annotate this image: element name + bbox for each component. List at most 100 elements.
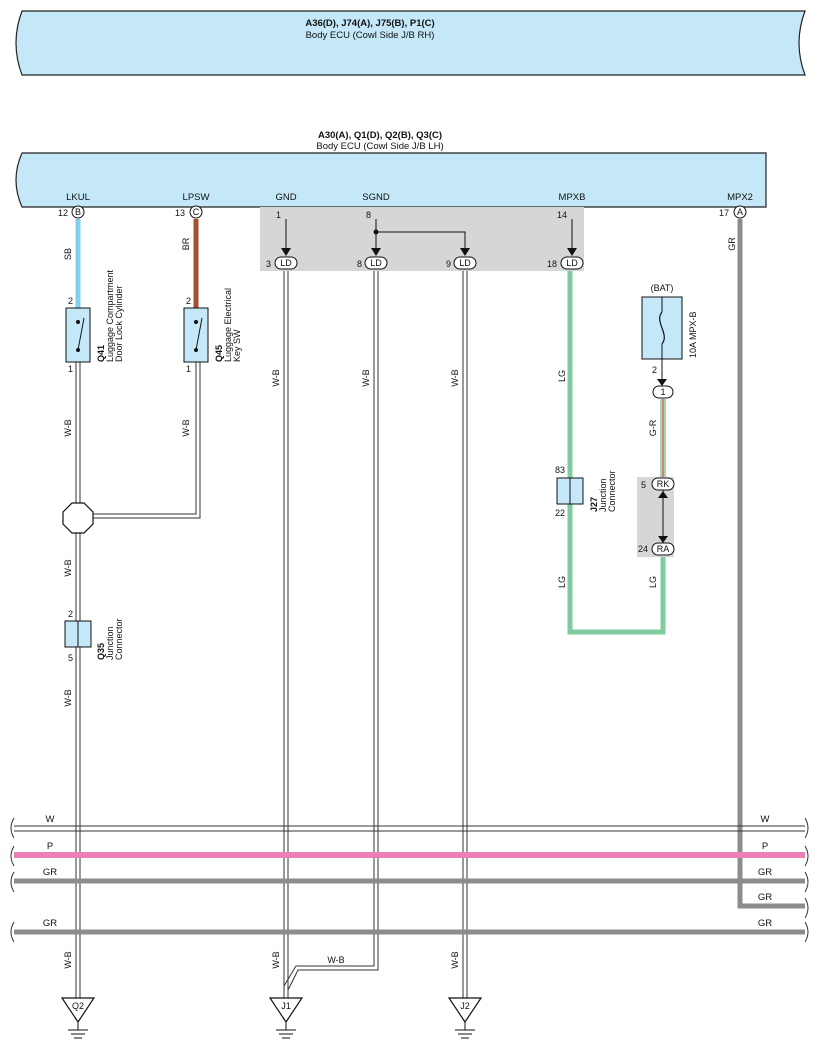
- terminal-sgnd: SGND: [362, 192, 390, 203]
- svg-text:Connector: Connector: [607, 470, 617, 512]
- label-wb-gnd: W-B: [271, 369, 281, 386]
- svg-text:A: A: [737, 207, 743, 217]
- label-wb-splice: W-B: [63, 559, 73, 576]
- label-wb-q2: W-B: [63, 951, 73, 968]
- label-wb-ld9: W-B: [450, 369, 460, 386]
- svg-text:Luggage Compartment: Luggage Compartment: [105, 269, 115, 362]
- svg-text:17: 17: [719, 208, 729, 218]
- svg-text:2: 2: [652, 365, 657, 375]
- fuse-10a-mpxb: (BAT) 10A MPX-B 2 1: [641, 283, 698, 399]
- top-ecu-subtitle: Body ECU (Cowl Side J/B RH): [306, 30, 435, 41]
- j27-junction: 83 22 J27 Junction Connector: [555, 465, 617, 518]
- rk-ra-connectors: 5 RK 24 RA: [638, 477, 675, 556]
- svg-text:8: 8: [357, 259, 362, 269]
- svg-text:Junction: Junction: [105, 626, 115, 660]
- svg-text:Door Lock Cylinder: Door Lock Cylinder: [114, 285, 124, 362]
- terminal-gnd: GND: [275, 192, 296, 203]
- svg-text:12: 12: [58, 208, 68, 218]
- ground-j2: J2: [447, 997, 483, 1039]
- svg-text:1: 1: [68, 364, 73, 374]
- svg-text:1: 1: [660, 387, 665, 397]
- bus-label-gr3-right: GR: [758, 918, 772, 929]
- label-wb-q35: W-B: [63, 689, 73, 706]
- splice-point: [62, 502, 94, 534]
- svg-text:Q45: Q45: [214, 345, 224, 362]
- wire-gr-red: [660, 399, 666, 477]
- ld-connector-18: 18 LD: [547, 256, 584, 270]
- svg-text:B: B: [75, 207, 81, 217]
- bus-label-gr1-left: GR: [43, 867, 57, 878]
- bus-lines: [10, 817, 809, 943]
- svg-text:Key SW: Key SW: [232, 329, 242, 362]
- wire-wb-center: [283, 271, 468, 1000]
- svg-text:24: 24: [638, 544, 648, 554]
- ld-arrows: [281, 248, 577, 256]
- label-sb: SB: [63, 248, 73, 260]
- svg-text:2: 2: [186, 296, 191, 306]
- svg-text:22: 22: [555, 508, 565, 518]
- svg-text:C: C: [193, 207, 200, 217]
- bus-label-p-right: P: [762, 841, 768, 852]
- label-wb-q45: W-B: [181, 419, 191, 436]
- svg-text:J2: J2: [460, 1001, 470, 1011]
- label-lg-top: LG: [557, 370, 567, 382]
- ld-connector-9: 9 LD: [446, 256, 477, 270]
- bus-label-gr2-right: GR: [758, 892, 772, 903]
- pin-sgnd-8: 8: [366, 210, 371, 220]
- bus-label-gr1-right: GR: [758, 867, 772, 878]
- svg-text:Q35: Q35: [96, 643, 106, 660]
- svg-text:LD: LD: [566, 258, 578, 268]
- wire-lg: [567, 271, 666, 635]
- bus-label-w-right: W: [761, 814, 770, 825]
- label-wb-j2: W-B: [450, 951, 460, 968]
- svg-text:10A MPX-B: 10A MPX-B: [688, 311, 698, 358]
- svg-text:1: 1: [186, 364, 191, 374]
- svg-text:LD: LD: [370, 258, 382, 268]
- label-lg-bottom: LG: [557, 576, 567, 588]
- svg-text:2: 2: [68, 609, 73, 619]
- svg-text:13: 13: [175, 208, 185, 218]
- bus-label-gr3-left: GR: [43, 918, 57, 929]
- svg-text:LD: LD: [459, 258, 471, 268]
- label-wb-sgnd-bottom: W-B: [327, 955, 344, 965]
- terminal-lkul: LKUL: [66, 192, 90, 203]
- label-wb-q41: W-B: [63, 419, 73, 436]
- ground-j1: J1: [268, 997, 304, 1039]
- svg-text:Junction: Junction: [598, 478, 608, 512]
- svg-text:2: 2: [68, 296, 73, 306]
- main-ecu-subtitle: Body ECU (Cowl Side J/B LH): [316, 141, 443, 152]
- bus-label-w-left: W: [46, 814, 55, 825]
- ld-connector-3: 3 LD: [266, 256, 298, 270]
- pin-12: 12 B: [58, 205, 85, 219]
- q45-switch: 2 1 Q45 Luggage Electrical Key SW: [183, 288, 242, 374]
- wire-gr-mpx2: [737, 219, 805, 909]
- svg-text:(BAT): (BAT): [651, 283, 674, 293]
- ld-connector-8: 8 LD: [357, 256, 388, 270]
- ground-q2: Q2: [60, 997, 96, 1039]
- label-lg-ra: LG: [648, 576, 658, 588]
- svg-text:9: 9: [446, 259, 451, 269]
- svg-text:Connector: Connector: [114, 618, 124, 660]
- bus-label-p-left: P: [47, 841, 53, 852]
- terminal-lpsw: LPSW: [183, 192, 210, 203]
- ld-region: [260, 207, 584, 271]
- label-gr-mpx2: GR: [727, 237, 737, 251]
- sgnd-junction-dot: [373, 229, 379, 235]
- top-ecu-title: A36(D), J74(A), J75(B), P1(C): [305, 18, 434, 29]
- svg-text:18: 18: [547, 259, 557, 269]
- pin-gnd-1: 1: [276, 210, 281, 220]
- main-ecu-box: [15, 152, 767, 208]
- svg-text:RK: RK: [657, 479, 670, 489]
- wire-wb-left: [75, 362, 201, 1000]
- svg-text:J27: J27: [589, 497, 599, 512]
- svg-text:5: 5: [68, 653, 73, 663]
- top-ecu-box: [15, 10, 806, 76]
- svg-text:Q41: Q41: [96, 345, 106, 362]
- svg-text:3: 3: [266, 259, 271, 269]
- main-ecu-title: A30(A), Q1(D), Q2(B), Q3(C): [318, 130, 442, 141]
- svg-text:RA: RA: [657, 544, 670, 554]
- pin-mpxb-14: 14: [557, 210, 567, 220]
- label-wb-sgnd: W-B: [361, 369, 371, 386]
